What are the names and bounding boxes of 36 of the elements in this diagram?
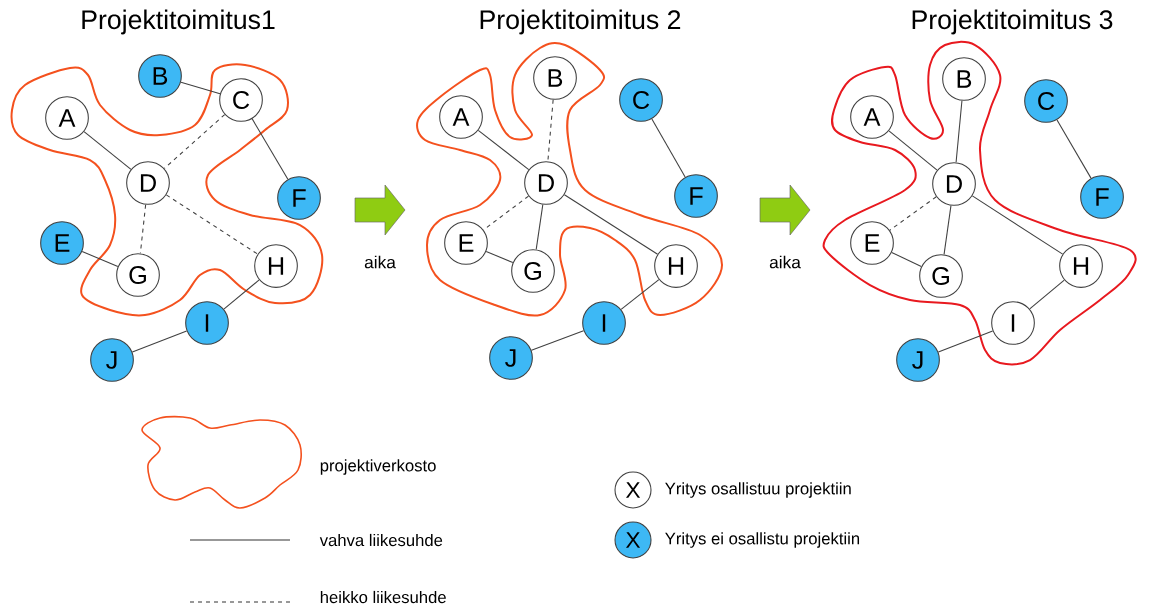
panel-title: Projektitoimitus 3: [912, 9, 1113, 35]
strong-link-line: [888, 130, 938, 171]
legend-text: projektiverkosto: [320, 459, 436, 475]
strong-link-line: [223, 279, 260, 310]
weak-link-line: [547, 99, 554, 162]
time-label: aika: [769, 255, 801, 269]
strong-link-line: [477, 129, 530, 171]
legend-text: Yritys ei osallistu projektiin: [665, 532, 860, 548]
strong-link-line: [530, 330, 585, 351]
strong-link-line: [955, 100, 963, 163]
strong-link-line: [485, 250, 514, 264]
panel-title: Projektitoimitus1: [82, 9, 275, 35]
legend-text: heikko liikesuhde: [320, 590, 446, 604]
weak-link-line: [889, 196, 937, 231]
weak-link-line: [165, 194, 259, 255]
strong-link-line: [1029, 279, 1065, 310]
legend-text: Yritys osallistuu projektiin: [665, 482, 851, 498]
strong-link-line: [83, 131, 132, 170]
legend-text: vahva liikesuhde: [319, 533, 443, 547]
weak-link-line: [139, 204, 147, 254]
strong-link-line: [891, 251, 922, 268]
time-label: aika: [364, 255, 396, 269]
strong-link-line: [971, 195, 1064, 255]
strong-link-line: [81, 250, 119, 268]
strong-link-line: [620, 279, 660, 310]
weak-link-line: [163, 114, 226, 169]
strong-link-line: [535, 204, 544, 250]
weak-link-line: [482, 195, 530, 231]
strong-link-line: [563, 194, 659, 255]
strong-link-line: [180, 81, 221, 95]
strong-link-line: [651, 118, 686, 178]
strong-link-line: [1056, 119, 1092, 179]
strong-link-line: [251, 118, 289, 180]
strong-link-line: [131, 330, 188, 353]
panel-title: Projektitoimitus 2: [480, 9, 681, 35]
strong-link-line: [943, 205, 952, 255]
